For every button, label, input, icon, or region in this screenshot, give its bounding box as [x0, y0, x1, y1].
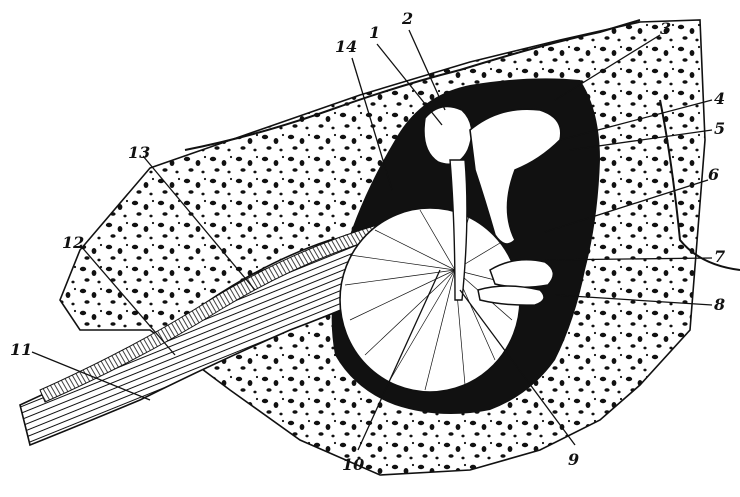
skull-surface	[184, 19, 641, 151]
label-12: 12	[62, 233, 84, 252]
label-7: 7	[714, 247, 725, 266]
label-3: 3	[660, 19, 671, 38]
label-9: 9	[568, 450, 579, 469]
right-edge	[659, 99, 740, 271]
label-1: 1	[369, 23, 380, 42]
label-6: 6	[708, 165, 719, 184]
label-2: 2	[401, 9, 413, 28]
label-4: 4	[714, 89, 725, 108]
label-5: 5	[714, 119, 725, 138]
label-10: 10	[342, 455, 364, 474]
label-11: 11	[10, 340, 32, 359]
leader-lines	[31, 29, 713, 451]
label-13: 13	[128, 143, 150, 162]
ossicles	[423, 105, 562, 301]
stapes	[477, 259, 554, 306]
label-8: 8	[713, 295, 725, 314]
label-14: 14	[335, 37, 357, 56]
